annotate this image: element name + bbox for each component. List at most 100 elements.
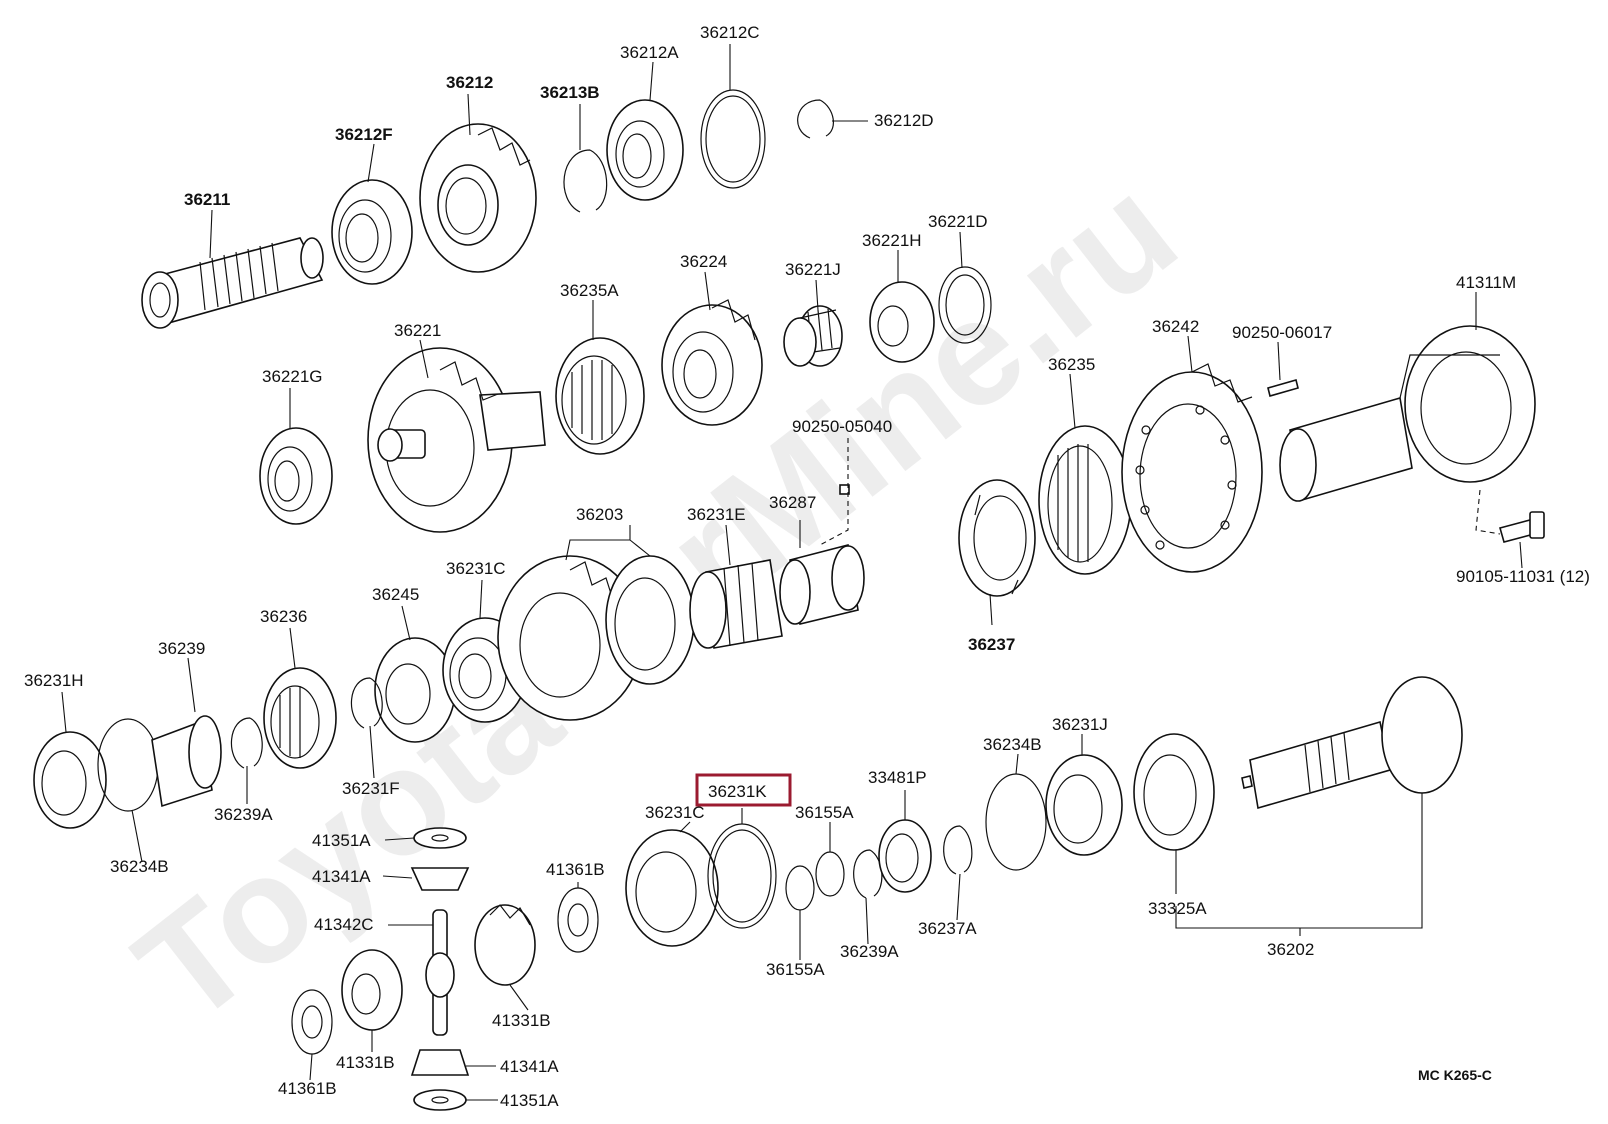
label-36239A-left[interactable]: 36239A <box>214 805 273 824</box>
part-36212-gear[interactable] <box>419 123 537 273</box>
part-36231E-needle-bearing[interactable] <box>689 559 783 649</box>
part-36203-gear-set[interactable] <box>497 555 695 721</box>
part-36235-ring-gear[interactable] <box>1038 425 1132 575</box>
part-36213B-snap-ring[interactable] <box>563 149 608 213</box>
part-36231C-lower-bearing[interactable] <box>625 829 719 947</box>
part-41341A-top-pinion[interactable] <box>410 867 470 891</box>
label-36237[interactable]: 36237 <box>968 635 1015 654</box>
part-36231K-ring[interactable] <box>707 823 777 929</box>
label-36236[interactable]: 36236 <box>260 607 307 626</box>
part-36221H-collar[interactable] <box>869 281 935 363</box>
part-36235A-ring[interactable] <box>555 337 645 455</box>
part-36231H-bearing[interactable] <box>33 731 107 829</box>
part-36221-gear[interactable] <box>367 347 546 533</box>
part-36237-synchro-hub[interactable] <box>958 479 1036 597</box>
part-36287-sleeve[interactable] <box>779 544 865 625</box>
label-36155A-bottom[interactable]: 36155A <box>766 960 825 979</box>
part-36234B-right-ring[interactable] <box>985 773 1047 871</box>
label-36231J[interactable]: 36231J <box>1052 715 1108 734</box>
part-41311M-differential-case[interactable] <box>1279 325 1536 502</box>
label-90250-05040[interactable]: 90250-05040 <box>792 417 892 436</box>
part-36236-needle-bearing[interactable] <box>263 667 337 769</box>
label-36245[interactable]: 36245 <box>372 585 419 604</box>
label-36224[interactable]: 36224 <box>680 252 727 271</box>
part-41361B-left-washer[interactable] <box>291 989 333 1055</box>
part-36237A-snap-ring[interactable] <box>943 825 973 875</box>
part-33481P-synchro[interactable] <box>878 819 932 893</box>
part-41331B-left-side-gear[interactable] <box>341 949 403 1031</box>
part-36239A-left-snap-ring[interactable] <box>230 717 263 769</box>
label-36221D[interactable]: 36221D <box>928 212 988 231</box>
label-36212[interactable]: 36212 <box>446 73 493 92</box>
part-36242-gear[interactable] <box>1121 363 1263 573</box>
label-41342C[interactable]: 41342C <box>314 915 374 934</box>
part-90250-05040-plug[interactable] <box>839 484 850 495</box>
label-36235A[interactable]: 36235A <box>560 281 619 300</box>
label-90250-06017[interactable]: 90250-06017 <box>1232 323 1332 342</box>
label-41331B-left[interactable]: 41331B <box>336 1053 395 1072</box>
part-36155A-rings[interactable] <box>785 851 845 911</box>
label-41351A-bottom[interactable]: 41351A <box>500 1091 559 1110</box>
part-36231F-snap-ring[interactable] <box>350 677 383 729</box>
part-36245-gear[interactable] <box>374 637 456 743</box>
part-90105-11031-bolt[interactable] <box>1499 511 1545 543</box>
label-36221G[interactable]: 36221G <box>262 367 323 386</box>
part-36211-shaft[interactable] <box>141 237 324 329</box>
label-36213B[interactable]: 36213B <box>540 83 600 102</box>
part-41341A-bottom-pinion[interactable] <box>410 1049 470 1076</box>
part-41331B-right-side-gear[interactable] <box>474 904 536 986</box>
label-33481P[interactable]: 33481P <box>868 768 927 787</box>
part-36239A-right-snap-ring[interactable] <box>853 849 883 899</box>
part-36234B-left-ring[interactable] <box>97 718 159 812</box>
label-36234B-left[interactable]: 36234B <box>110 857 169 876</box>
label-36237A[interactable]: 36237A <box>918 919 977 938</box>
label-36202[interactable]: 36202 <box>1267 940 1314 959</box>
label-36239A-right[interactable]: 36239A <box>840 942 899 961</box>
label-41341A-top[interactable]: 41341A <box>312 867 371 886</box>
label-36221J[interactable]: 36221J <box>785 260 841 279</box>
part-36239-gear-hub[interactable] <box>151 715 222 808</box>
label-36221[interactable]: 36221 <box>394 321 441 340</box>
label-41361B-left[interactable]: 41361B <box>278 1079 337 1098</box>
label-36212A[interactable]: 36212A <box>620 43 679 62</box>
label-36235[interactable]: 36235 <box>1048 355 1095 374</box>
label-41331B-right[interactable]: 41331B <box>492 1011 551 1030</box>
part-36221G-bearing[interactable] <box>259 427 333 525</box>
label-36212C[interactable]: 36212C <box>700 23 760 42</box>
label-36155A-top[interactable]: 36155A <box>795 803 854 822</box>
part-33325A-seal[interactable] <box>1133 733 1215 851</box>
label-36239[interactable]: 36239 <box>158 639 205 658</box>
label-36287[interactable]: 36287 <box>769 493 816 512</box>
part-36231J-bearing[interactable] <box>1045 754 1123 856</box>
label-41341A-bottom[interactable]: 41341A <box>500 1057 559 1076</box>
part-90250-06017-pin[interactable] <box>1267 379 1299 397</box>
part-36212F-bearing[interactable] <box>331 179 413 285</box>
label-90105-11031[interactable]: 90105-11031 (12) <box>1456 567 1590 586</box>
part-41351A-bottom-washer[interactable] <box>413 1089 467 1111</box>
label-36231F[interactable]: 36231F <box>342 779 400 798</box>
label-36231H[interactable]: 36231H <box>24 671 84 690</box>
part-36221J-needle-bearing[interactable] <box>783 305 843 367</box>
label-36234B-right[interactable]: 36234B <box>983 735 1042 754</box>
label-36221H[interactable]: 36221H <box>862 231 922 250</box>
label-36231C-bottom[interactable]: 36231C <box>645 803 705 822</box>
part-36202-output-flange[interactable] <box>1241 676 1463 810</box>
label-36231E[interactable]: 36231E <box>687 505 746 524</box>
part-41351A-top-washer[interactable] <box>413 827 467 849</box>
part-36212A-bearing[interactable] <box>606 99 684 201</box>
label-36242[interactable]: 36242 <box>1152 317 1199 336</box>
label-36212F[interactable]: 36212F <box>335 125 393 144</box>
part-41342C-pinion-shaft[interactable] <box>425 909 455 1036</box>
part-36224-gear[interactable] <box>661 299 763 426</box>
part-36221D-washer[interactable] <box>938 266 992 344</box>
label-33325A[interactable]: 33325A <box>1148 899 1207 918</box>
part-36212C-ring[interactable] <box>700 89 766 189</box>
label-36231C-top[interactable]: 36231C <box>446 559 506 578</box>
label-41351A-top[interactable]: 41351A <box>312 831 371 850</box>
label-41361B-right[interactable]: 41361B <box>546 860 605 879</box>
part-41361B-right-washer[interactable] <box>557 887 599 953</box>
label-36203[interactable]: 36203 <box>576 505 623 524</box>
part-36212D-snap-ring[interactable] <box>797 99 834 139</box>
label-36212D[interactable]: 36212D <box>874 111 934 130</box>
label-36231K[interactable]: 36231K <box>708 782 767 801</box>
